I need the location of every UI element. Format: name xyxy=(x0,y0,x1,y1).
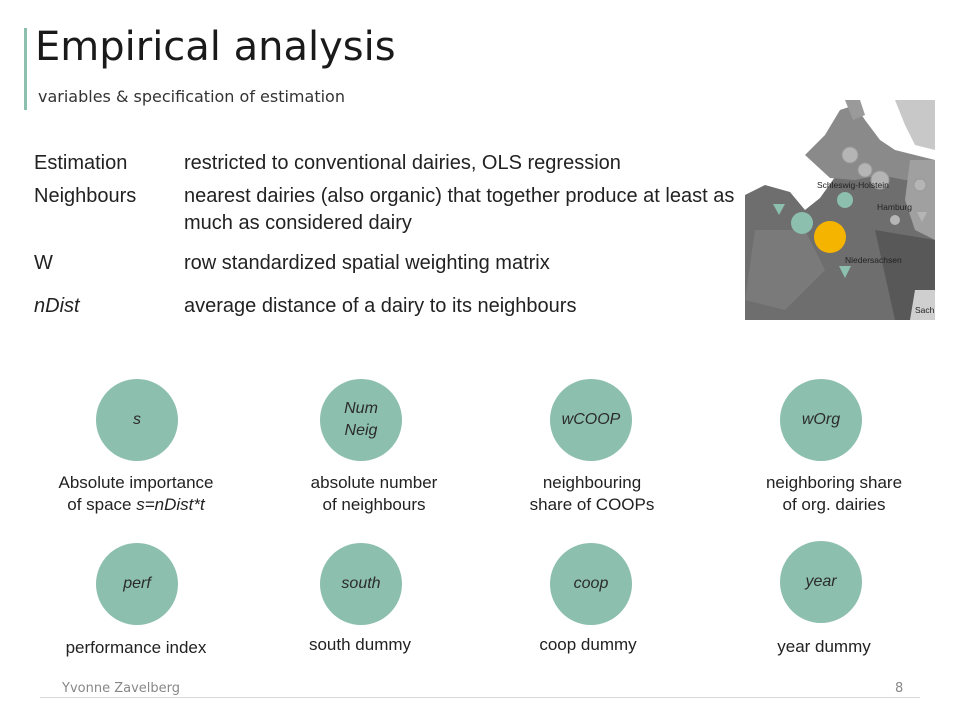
variable-symbol: Neig xyxy=(344,422,378,439)
map-label-sach: Sach xyxy=(915,305,935,315)
variable-caption-s: Absolute importance of space s=nDist*t xyxy=(36,472,236,516)
definition-text: average distance of a dairy to its neigh… xyxy=(184,295,577,317)
footer-divider xyxy=(40,697,920,698)
variable-circle-s: s xyxy=(96,379,178,461)
definition-text: row standardized spatial weighting matri… xyxy=(184,252,550,274)
region-map-image: Schleswig-Holstein Hamburg Niedersachsen… xyxy=(745,100,935,320)
variable-circle-worg: wOrg xyxy=(780,379,862,461)
caption-line: year dummy xyxy=(777,637,871,656)
caption-line: south dummy xyxy=(308,635,412,654)
definition-term: W xyxy=(34,252,53,274)
caption-line: of org. dairies xyxy=(782,495,886,514)
definition-term: nDist xyxy=(34,295,80,317)
variable-circle-perf: perf xyxy=(96,543,178,625)
variable-symbol: Num xyxy=(344,400,378,417)
caption-line: performance index xyxy=(65,638,207,657)
variable-caption-perf: performance index xyxy=(36,637,236,659)
variable-caption-worg: neighboring share of org. dairies xyxy=(734,472,934,516)
variable-caption-coop: coop dummy xyxy=(488,634,688,656)
map-label-hamburg: Hamburg xyxy=(877,202,912,212)
map-label-schleswig-holstein: Schleswig-Holstein xyxy=(817,180,889,190)
variable-symbol: coop xyxy=(573,575,609,592)
variable-symbol: perf xyxy=(123,575,151,592)
variable-symbol: year xyxy=(805,573,837,590)
slide-title: Empirical analysis xyxy=(35,24,396,70)
variable-symbol: wCOOP xyxy=(561,411,621,428)
caption-line: neighbouring xyxy=(542,473,642,492)
variable-circle-num-neig: Num Neig xyxy=(320,379,402,461)
definition-term: Estimation xyxy=(34,152,128,174)
caption-line: absolute number xyxy=(310,473,438,492)
variable-circle-south: south xyxy=(320,543,402,625)
slide-subtitle: variables & specification of estimation xyxy=(38,87,345,106)
variable-circle-year: year xyxy=(780,541,862,623)
variable-symbol: s xyxy=(133,411,141,428)
variable-caption-year: year dummy xyxy=(724,636,924,658)
definition-text: restricted to conventional dairies, OLS … xyxy=(184,152,621,174)
variable-symbol: south xyxy=(341,575,381,592)
caption-line: of space s=nDist*t xyxy=(67,495,205,514)
caption-line: of neighbours xyxy=(322,495,426,514)
footer-author: Yvonne Zavelberg xyxy=(62,681,180,696)
caption-line: share of COOPs xyxy=(529,495,655,514)
definition-term: Neighbours xyxy=(34,185,137,207)
variable-caption-num-neig: absolute number of neighbours xyxy=(274,472,474,516)
map-label-niedersachsen: Niedersachsen xyxy=(845,255,902,265)
title-accent-bar xyxy=(24,28,27,110)
variable-circle-wcoop: wCOOP xyxy=(550,379,632,461)
caption-line: coop dummy xyxy=(539,635,637,654)
variable-caption-south: south dummy xyxy=(260,634,460,656)
variable-caption-wcoop: neighbouring share of COOPs xyxy=(492,472,692,516)
variable-circle-coop: coop xyxy=(550,543,632,625)
definition-text: nearest dairies (also organic) that toge… xyxy=(184,185,735,234)
caption-line: Absolute importance xyxy=(58,473,214,492)
page-number: 8 xyxy=(895,681,904,696)
variable-symbol: wOrg xyxy=(801,411,841,428)
caption-line: neighboring share xyxy=(765,473,903,492)
